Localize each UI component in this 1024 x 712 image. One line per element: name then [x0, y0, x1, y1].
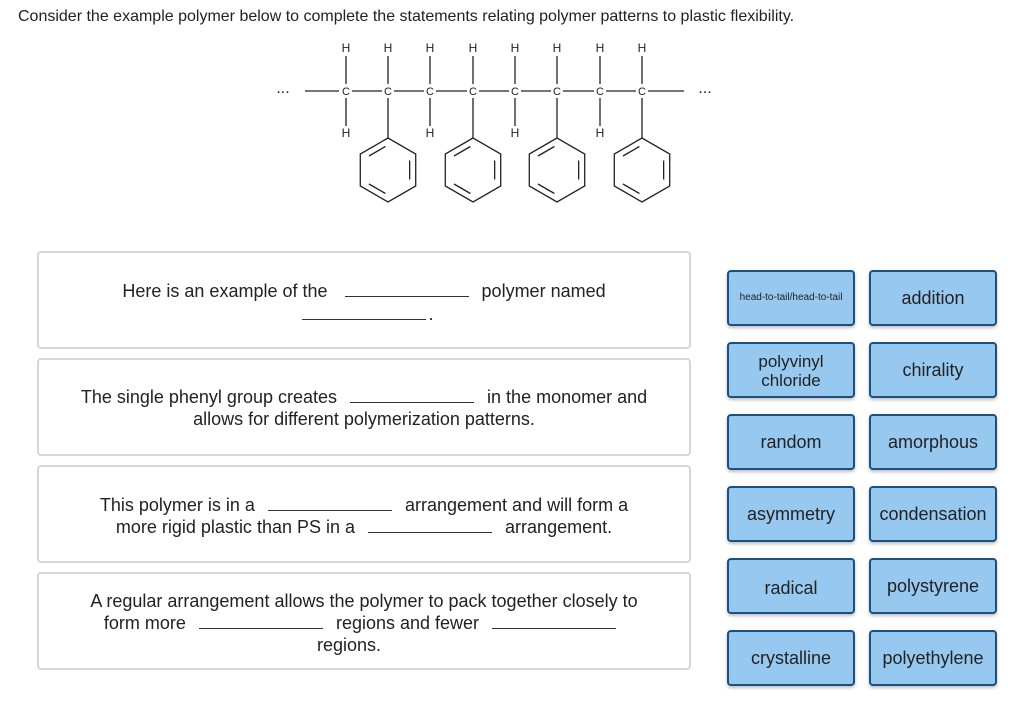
statement-3-text-a: This polymer is in a [99, 495, 255, 515]
statement-1-text-b: polymer named [481, 281, 606, 301]
carbon-atom-label: C [638, 86, 646, 98]
drop-blank[interactable] [350, 388, 475, 403]
statement-1-text-c: . [428, 304, 434, 324]
statement-1-text-a: Here is an example of the [122, 281, 328, 301]
phenyl-ring [359, 137, 417, 203]
statement-2-text-a: The single phenyl group creates [80, 387, 338, 407]
hydrogen-atom-label: H [596, 41, 605, 55]
tile-label: crystalline [750, 648, 832, 668]
phenyl-double-bond [368, 145, 386, 157]
answer-tile[interactable]: amorphous [869, 414, 997, 470]
answer-tile[interactable]: radical [727, 558, 855, 614]
hydrogen-atom-label: H [596, 126, 605, 140]
phenyl-double-bond [453, 145, 471, 157]
answer-tile[interactable]: condensation [869, 486, 997, 542]
hydrogen-atom-label: H [426, 41, 435, 55]
hydrogen-atom-label: H [511, 41, 520, 55]
statement-3-text-d: arrangement. [505, 517, 613, 537]
answer-tile[interactable]: polystyrene [869, 558, 997, 614]
chain-ellipsis-left: ... [276, 80, 289, 97]
hydrogen-atom-label: H [342, 126, 351, 140]
statement-box-1: Here is an example of the polymer named … [37, 251, 691, 349]
statement-4-text-b: form more [103, 613, 186, 633]
statement-box-3: This polymer is in a arrangement and wil… [37, 465, 691, 563]
phenyl-ring [613, 137, 671, 203]
statement-2-text-b: in the monomer and [487, 387, 648, 407]
tile-label: polyvinyl chloride [758, 352, 824, 390]
phenyl-ring [444, 137, 502, 203]
hydrogen-atom-label: H [469, 41, 478, 55]
tile-label: condensation [879, 504, 987, 524]
hydrogen-atom-label: H [553, 41, 562, 55]
phenyl-double-bond [453, 183, 471, 195]
statement-4-text-c: regions and fewer [335, 613, 480, 633]
statement-2-text-c: allows for different polymerization patt… [193, 409, 535, 429]
answer-tile[interactable]: chirality [869, 342, 997, 398]
carbon-atom-label: C [384, 86, 392, 98]
hydrogen-atom-label: H [638, 41, 647, 55]
carbon-atom-label: C [553, 86, 561, 98]
answer-tile[interactable]: polyvinyl chloride [727, 342, 855, 398]
statement-4-text-d: regions. [316, 635, 382, 655]
hydrogen-atom-label: H [384, 41, 393, 55]
drop-blank[interactable] [198, 614, 323, 629]
phenyl-double-bond [537, 145, 555, 157]
hydrogen-atom-label: H [511, 126, 520, 140]
tile-label: radical [764, 578, 818, 598]
phenyl-double-bond [368, 183, 386, 195]
answer-tile[interactable]: crystalline [727, 630, 855, 686]
polymer-structure-diagram: ...... C H C H C H C H C H C H C H C H H H H H [276, 41, 712, 203]
hydrogen-atom-label: H [426, 126, 435, 140]
tile-label: polyethylene [882, 648, 984, 668]
drop-blank[interactable] [368, 518, 493, 533]
carbon-atom-label: C [469, 86, 477, 98]
instruction-text: Consider the example polymer below to co… [18, 8, 795, 25]
tile-label: asymmetry [746, 504, 835, 524]
phenyl-double-bond [622, 145, 640, 157]
statement-3-text-c: more rigid plastic than PS in a [115, 517, 356, 537]
answer-tile[interactable]: polyethylene [869, 630, 997, 686]
tile-label: random [760, 432, 822, 452]
drop-blank[interactable] [344, 282, 469, 297]
drop-blank[interactable] [302, 305, 427, 320]
carbon-atom-label: C [511, 86, 519, 98]
tile-label: addition [901, 288, 965, 308]
statement-box-4: A regular arrangement allows the polymer… [37, 572, 691, 670]
tile-label: chirality [902, 360, 964, 380]
phenyl-ring [528, 137, 586, 203]
statement-box-2: The single phenyl group creates in the m… [37, 358, 691, 456]
drop-blank[interactable] [492, 614, 617, 629]
statement-4-text-a: A regular arrangement allows the polymer… [90, 591, 638, 611]
phenyl-double-bond [622, 183, 640, 195]
tile-label: amorphous [887, 432, 979, 452]
answer-tile[interactable]: random [727, 414, 855, 470]
answer-tile[interactable]: asymmetry [727, 486, 855, 542]
chain-ellipsis-right: ... [698, 80, 711, 97]
answer-tile[interactable]: head-to-tail/head-to-tail [727, 270, 855, 326]
carbon-atom-label: C [426, 86, 434, 98]
tile-label: head-to-tail/head-to-tail [739, 292, 843, 303]
statement-3-text-b: arrangement and will form a [404, 495, 629, 515]
tile-label: polystyrene [886, 576, 980, 596]
hydrogen-atom-label: H [342, 41, 351, 55]
carbon-atom-label: C [342, 86, 350, 98]
phenyl-double-bond [537, 183, 555, 195]
drop-blank[interactable] [267, 496, 392, 511]
answer-tile[interactable]: addition [869, 270, 997, 326]
carbon-atom-label: C [596, 86, 604, 98]
